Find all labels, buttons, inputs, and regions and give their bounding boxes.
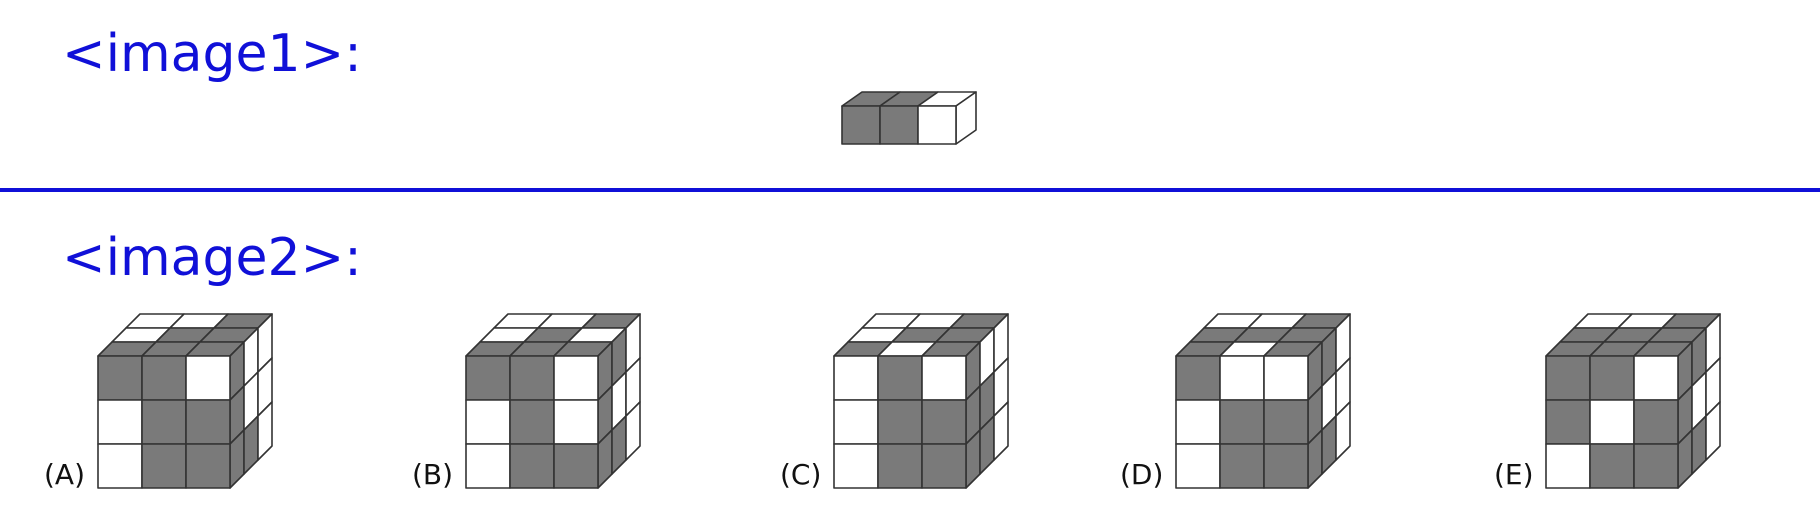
cube-front-cell: [921, 443, 967, 489]
piece-front-cell: [917, 105, 957, 145]
cube-front-cell: [877, 443, 923, 489]
cube-front-cell: [509, 443, 555, 489]
piece-front-cell: [879, 105, 919, 145]
cube-front-cell: [1219, 443, 1265, 489]
option-cube-d[interactable]: [1174, 312, 1384, 492]
cube-front-cell: [1219, 355, 1265, 401]
cube-front-cell: [97, 355, 143, 401]
three-cube-piece: [841, 91, 977, 145]
cube-front-cell: [465, 355, 511, 401]
cube-front-cell: [97, 399, 143, 445]
cube-front-cell: [553, 399, 599, 445]
image2-heading: <image2>:: [62, 228, 362, 288]
option-label-b: (B): [412, 458, 454, 491]
cube-front-cell: [97, 443, 143, 489]
cube-side-cell: [1705, 401, 1721, 461]
cube-front-cell: [1219, 399, 1265, 445]
cube-front-cell: [141, 443, 187, 489]
cube-front-cell: [509, 355, 555, 401]
piece-front-cell: [841, 105, 881, 145]
cube-side-cell: [257, 401, 273, 461]
cube-front-cell: [1633, 355, 1679, 401]
option-cube-c[interactable]: [832, 312, 1042, 492]
cube-front-cell: [553, 443, 599, 489]
cube-front-cell: [141, 355, 187, 401]
cube-front-cell: [1175, 399, 1221, 445]
cube-front-cell: [509, 399, 555, 445]
cube-front-cell: [833, 355, 879, 401]
cube-front-cell: [1545, 355, 1591, 401]
cube-front-cell: [1633, 443, 1679, 489]
cube-front-cell: [1545, 443, 1591, 489]
cube-front-cell: [877, 399, 923, 445]
cube-front-cell: [921, 355, 967, 401]
option-label-e: (E): [1494, 458, 1534, 491]
cube-front-cell: [141, 399, 187, 445]
cube-front-cell: [1545, 399, 1591, 445]
cube-front-cell: [185, 399, 231, 445]
option-label-c: (C): [780, 458, 822, 491]
cube-side-cell: [625, 401, 641, 461]
option-cube-e[interactable]: [1544, 312, 1754, 492]
cube-front-cell: [877, 355, 923, 401]
cube-front-cell: [1633, 399, 1679, 445]
cube-front-cell: [1263, 355, 1309, 401]
cube-front-cell: [1589, 443, 1635, 489]
option-label-d: (D): [1120, 458, 1164, 491]
cube-front-cell: [185, 443, 231, 489]
cube-front-cell: [465, 443, 511, 489]
option-cube-b[interactable]: [464, 312, 674, 492]
cube-front-cell: [833, 399, 879, 445]
cube-front-cell: [1263, 443, 1309, 489]
cube-front-cell: [921, 399, 967, 445]
cube-front-cell: [1263, 399, 1309, 445]
cube-front-cell: [1589, 399, 1635, 445]
option-cube-a[interactable]: [96, 312, 306, 492]
cube-front-cell: [553, 355, 599, 401]
cube-side-cell: [1335, 401, 1351, 461]
section-divider: [0, 188, 1820, 192]
cube-front-cell: [185, 355, 231, 401]
cube-front-cell: [833, 443, 879, 489]
cube-front-cell: [1175, 443, 1221, 489]
cube-front-cell: [1589, 355, 1635, 401]
cube-side-cell: [993, 401, 1009, 461]
cube-front-cell: [1175, 355, 1221, 401]
cube-front-cell: [465, 399, 511, 445]
option-label-a: (A): [44, 458, 86, 491]
image1-heading: <image1>:: [62, 24, 362, 84]
